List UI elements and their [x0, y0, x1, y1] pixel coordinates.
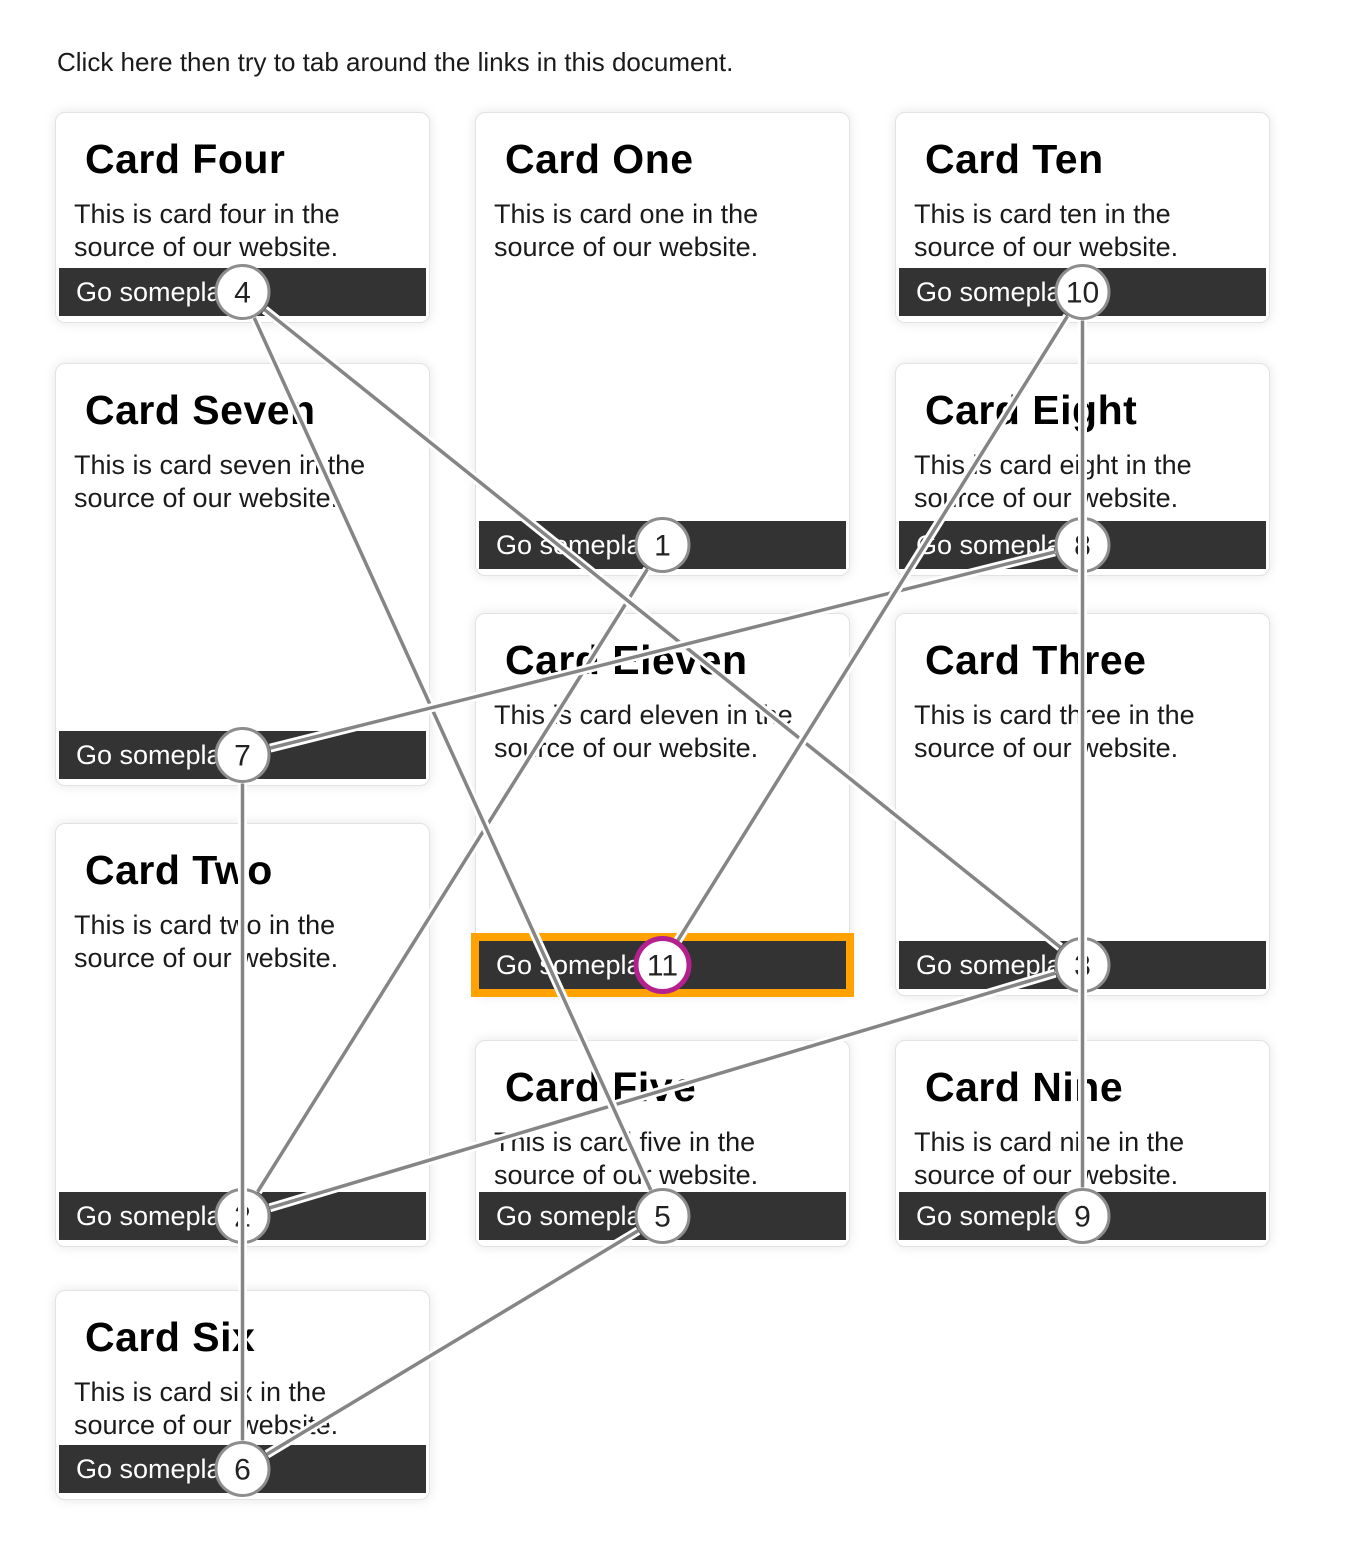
card-nine: Card Nine This is card nine in the sourc…: [895, 1040, 1270, 1247]
card-four: Card Four This is card four in the sourc…: [55, 112, 430, 323]
card-six: Card Six This is card six in the source …: [55, 1290, 430, 1500]
card-body-text: This is card nine in the source of our w…: [914, 1127, 1185, 1191]
go-someplace-link[interactable]: Go someplace: [59, 1192, 426, 1240]
card-title: Card Seven: [85, 387, 316, 433]
card-body-text: This is card eleven in the source of our…: [494, 700, 793, 764]
card-body-text: This is card ten in the source of our we…: [914, 199, 1179, 263]
go-someplace-link[interactable]: Go someplace: [479, 521, 846, 569]
card-body-text: This is card five in the source of our w…: [494, 1127, 759, 1191]
card-title: Card Eleven: [505, 637, 748, 683]
card-title: Card Five: [505, 1064, 697, 1110]
card-body-text: This is card three in the source of our …: [914, 700, 1195, 764]
go-someplace-link[interactable]: Go someplace: [59, 1445, 426, 1493]
card-body-text: This is card one in the source of our we…: [494, 199, 759, 263]
card-body-text: This is card four in the source of our w…: [74, 199, 340, 263]
go-someplace-link[interactable]: Go someplace: [899, 1192, 1266, 1240]
card-body-text: This is card eight in the source of our …: [914, 450, 1192, 514]
card-title: Card Four: [85, 136, 286, 182]
go-someplace-link[interactable]: Go someplace: [899, 941, 1266, 989]
card-three: Card Three This is card three in the sou…: [895, 613, 1270, 996]
go-someplace-link[interactable]: Go someplace: [479, 1192, 846, 1240]
card-two: Card Two This is card two in the source …: [55, 823, 430, 1247]
card-title: Card Six: [85, 1314, 256, 1360]
card-title: Card One: [505, 136, 694, 182]
go-someplace-link[interactable]: Go someplace: [59, 731, 426, 779]
go-someplace-link[interactable]: Go someplace: [899, 521, 1266, 569]
go-someplace-link-focused[interactable]: Go someplace: [471, 933, 854, 997]
card-title: Card Two: [85, 847, 273, 893]
go-someplace-link[interactable]: Go someplace: [899, 268, 1266, 316]
card-seven: Card Seven This is card seven in the sou…: [55, 363, 430, 786]
card-body-text: This is card six in the source of our we…: [74, 1377, 339, 1441]
card-ten: Card Ten This is card ten in the source …: [895, 112, 1270, 323]
go-someplace-link[interactable]: Go someplace: [59, 268, 426, 316]
card-title: Card Three: [925, 637, 1147, 683]
card-five: Card Five This is card five in the sourc…: [475, 1040, 850, 1247]
card-body-text: This is card two in the source of our we…: [74, 910, 339, 974]
card-one: Card One This is card one in the source …: [475, 112, 850, 576]
instruction-text[interactable]: Click here then try to tab around the li…: [57, 47, 734, 77]
card-body-text: This is card seven in the source of our …: [74, 450, 366, 514]
card-title: Card Eight: [925, 387, 1138, 433]
card-eleven: Card Eleven This is card eleven in the s…: [471, 613, 854, 997]
card-title: Card Nine: [925, 1064, 1124, 1110]
card-eight: Card Eight This is card eight in the sou…: [895, 363, 1270, 576]
card-title: Card Ten: [925, 136, 1104, 182]
